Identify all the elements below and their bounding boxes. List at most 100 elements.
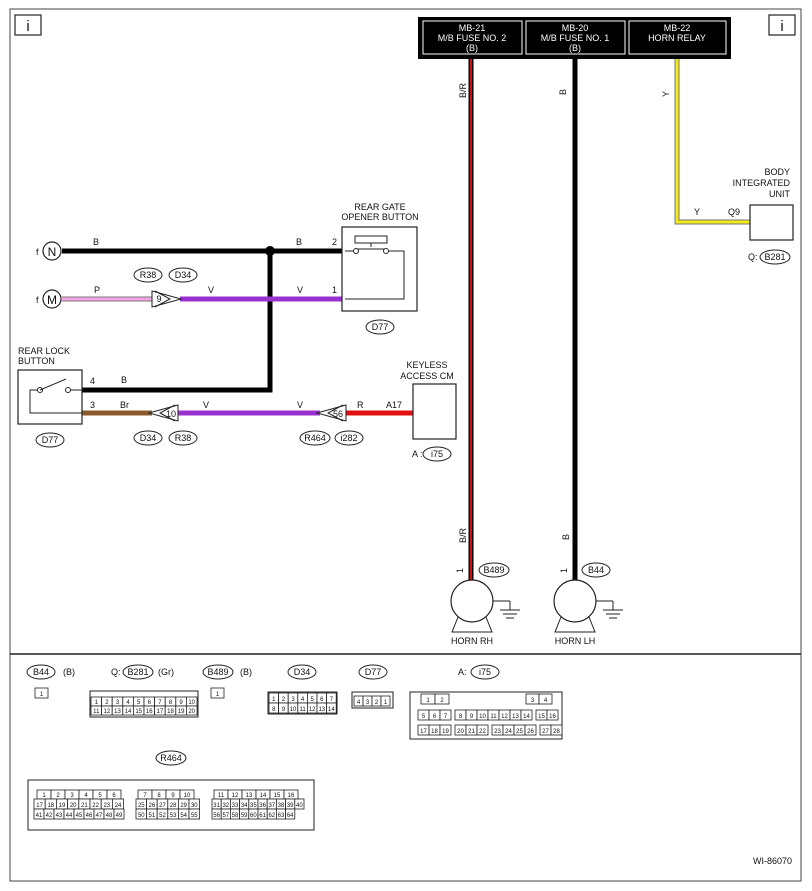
relay-mb22-id: MB-22 — [664, 23, 691, 33]
splice-point — [265, 246, 275, 256]
off-page-m[interactable]: f M — [36, 289, 62, 309]
svg-text:R464: R464 — [304, 433, 326, 443]
connector-pin-cell — [434, 693, 450, 705]
connector-pin-label: 3 — [531, 698, 535, 704]
svg-text:9: 9 — [156, 294, 161, 304]
connector-pin-label: 57 — [222, 813, 229, 819]
connector-pin-label: 2 — [440, 698, 444, 704]
connector-pin-label: 43 — [56, 813, 63, 819]
connector-pin-label: 46 — [86, 813, 93, 819]
connector-pin-label: 14 — [260, 793, 267, 799]
junction-56[interactable]: 56 — [315, 404, 347, 422]
connector-pin-label: 60 — [250, 813, 257, 819]
connector-pin-label: 20 — [188, 709, 195, 715]
conn-tag-r464[interactable]: R464 — [299, 430, 331, 446]
off-page-n[interactable]: f N — [36, 241, 62, 261]
svg-text:D77: D77 — [372, 322, 389, 332]
connector-pin-cell — [285, 808, 296, 820]
svg-text:UNIT: UNIT — [769, 189, 790, 199]
conn-tag-d34-bottom[interactable]: D34 — [133, 430, 163, 446]
junction-9[interactable]: 9 — [151, 290, 183, 308]
connector-pin-label: 27 — [159, 803, 166, 809]
svg-text:1: 1 — [332, 285, 337, 295]
connector-pin-label: 11 — [299, 707, 306, 713]
svg-text:2: 2 — [332, 237, 337, 247]
connector-pin-label: 12 — [309, 707, 316, 713]
connector-pin-label: 3 — [116, 700, 120, 706]
connector-pin-label: 9 — [282, 707, 286, 713]
svg-text:i75: i75 — [431, 449, 443, 459]
conn-tag-i282[interactable]: i282 — [334, 430, 364, 446]
horn-lh[interactable]: 1 B44 HORN LH — [553, 562, 623, 646]
svg-text:f: f — [36, 247, 39, 257]
connector-pin-label: 9 — [470, 714, 474, 720]
connector-pin-label: 18 — [167, 709, 174, 715]
svg-text:REAR GATE: REAR GATE — [354, 202, 405, 212]
rear-gate-opener-button[interactable]: REAR GATE OPENER BUTTON 2 1 D77 — [332, 202, 419, 335]
connector-pin-label: 6 — [433, 714, 437, 720]
connector-pin-label: 7 — [143, 793, 147, 799]
connector-pin-label: 28 — [170, 803, 177, 809]
wire-label-v-gate: V — [297, 285, 303, 295]
connector-pin-label: 27 — [542, 729, 549, 735]
svg-text:56: 56 — [333, 409, 343, 419]
svg-text:REAR LOCK: REAR LOCK — [18, 346, 70, 356]
conn-tag-r38-top[interactable]: R38 — [133, 267, 163, 283]
connector-pin-label: 14 — [523, 714, 530, 720]
svg-text:A17: A17 — [386, 400, 402, 410]
connector-pin-label: 5 — [422, 714, 426, 720]
connector-pin-label: 3 — [70, 793, 74, 799]
connector-pin-label: 5 — [311, 697, 315, 703]
info-icon-right[interactable]: i — [768, 14, 796, 36]
connector-pin-label: 7 — [330, 697, 334, 703]
connector-pin-label: 4 — [301, 697, 305, 703]
svg-text:Q9: Q9 — [728, 207, 740, 217]
connector-view-b44[interactable]: B44 (B) 1 — [26, 664, 75, 699]
svg-text:(B): (B) — [240, 667, 252, 677]
connector-pin-label: 26 — [527, 729, 534, 735]
connector-pin-cell — [550, 724, 563, 736]
body-integrated-unit[interactable]: BODY INTEGRATED UNIT Q9 Q: B281 — [728, 167, 794, 265]
junction-10[interactable]: 10 — [147, 404, 179, 422]
conn-tag-d34-top[interactable]: D34 — [168, 267, 198, 283]
horn-rh[interactable]: 1 B489 HORN RH — [450, 562, 520, 646]
connector-pin-label: 16 — [549, 714, 556, 720]
conn-tag-r38-bottom[interactable]: R38 — [168, 430, 198, 446]
connector-pin-label: 59 — [241, 813, 248, 819]
rear-lock-button[interactable]: REAR LOCK BUTTON 4 3 D77 — [17, 346, 95, 448]
connector-pin-label: 25 — [138, 803, 145, 809]
connector-pin-label: 54 — [180, 813, 187, 819]
connector-pin-label: 41 — [36, 813, 43, 819]
wire-label-v-lower2: V — [297, 400, 303, 410]
connector-pin-label: 20 — [457, 729, 464, 735]
connector-pin-label: 4 — [544, 698, 548, 704]
connector-pin-label: 26 — [149, 803, 156, 809]
svg-text:f: f — [36, 295, 39, 305]
svg-text:B489: B489 — [207, 667, 228, 677]
connector-pin-label: 17 — [36, 803, 43, 809]
wire-label-b-left: B — [93, 237, 99, 247]
wire-label-v-lower: V — [203, 400, 209, 410]
svg-text:R38: R38 — [140, 270, 157, 280]
connector-pin-label: 23 — [494, 729, 501, 735]
svg-text:1: 1 — [216, 692, 220, 698]
connector-pin-label: 5 — [137, 700, 141, 706]
connector-pin-label: 12 — [232, 793, 239, 799]
svg-text:i282: i282 — [340, 433, 357, 443]
svg-text:R38: R38 — [175, 433, 192, 443]
keyless-access-cm[interactable]: KEYLESS ACCESS CM A17 A : i75 — [386, 360, 457, 462]
svg-text:1: 1 — [455, 568, 465, 573]
svg-text:4: 4 — [90, 376, 95, 386]
connector-view-b489[interactable]: B489 (B) 1 — [202, 664, 252, 699]
connector-pin-label: 52 — [159, 813, 166, 819]
connector-pin-label: 15 — [135, 709, 142, 715]
info-icon-left[interactable]: i — [14, 14, 42, 36]
connector-pin-label: 9 — [171, 793, 175, 799]
connector-pin-label: 2 — [56, 793, 60, 799]
connector-pin-label: 1 — [42, 793, 46, 799]
